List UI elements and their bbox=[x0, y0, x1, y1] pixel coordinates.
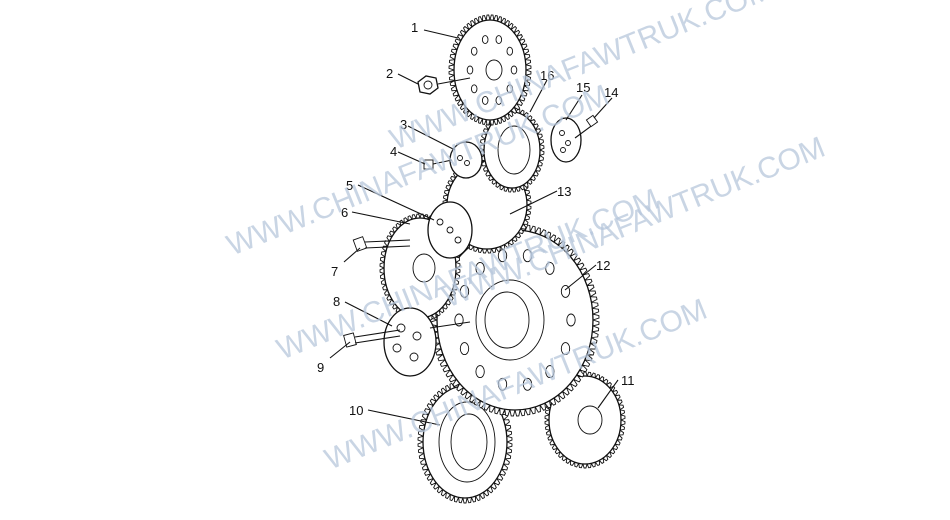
part-12-large-gear bbox=[430, 223, 600, 417]
part-14-bolt bbox=[574, 114, 599, 139]
label-12: 12 bbox=[596, 258, 610, 273]
part-5-hub bbox=[427, 201, 473, 259]
part-1-top-gear bbox=[448, 14, 532, 126]
part-7-bolt bbox=[352, 236, 411, 252]
part-15-plate bbox=[550, 117, 582, 163]
label-14: 14 bbox=[604, 85, 618, 100]
label-10: 10 bbox=[349, 403, 363, 418]
label-15: 15 bbox=[576, 80, 590, 95]
part-16-gear bbox=[479, 107, 545, 193]
part-4-bolt bbox=[423, 159, 453, 170]
part-11-small-gear bbox=[544, 371, 626, 469]
label-13: 13 bbox=[557, 184, 571, 199]
label-9: 9 bbox=[317, 360, 324, 375]
label-6: 6 bbox=[341, 205, 348, 220]
part-2-nut bbox=[417, 75, 471, 95]
label-16: 16 bbox=[540, 68, 554, 83]
label-2: 2 bbox=[386, 66, 393, 81]
leader-lines bbox=[329, 29, 619, 426]
label-4: 4 bbox=[390, 144, 397, 159]
part-number-labels: 1 2 16 15 14 3 4 5 13 6 7 12 8 9 11 10 bbox=[317, 20, 635, 418]
label-7: 7 bbox=[331, 264, 338, 279]
label-3: 3 bbox=[400, 117, 407, 132]
label-11: 11 bbox=[621, 373, 635, 388]
label-1: 1 bbox=[411, 20, 418, 35]
part-9-bolt bbox=[343, 321, 471, 348]
label-5: 5 bbox=[346, 178, 353, 193]
label-8: 8 bbox=[333, 294, 340, 309]
